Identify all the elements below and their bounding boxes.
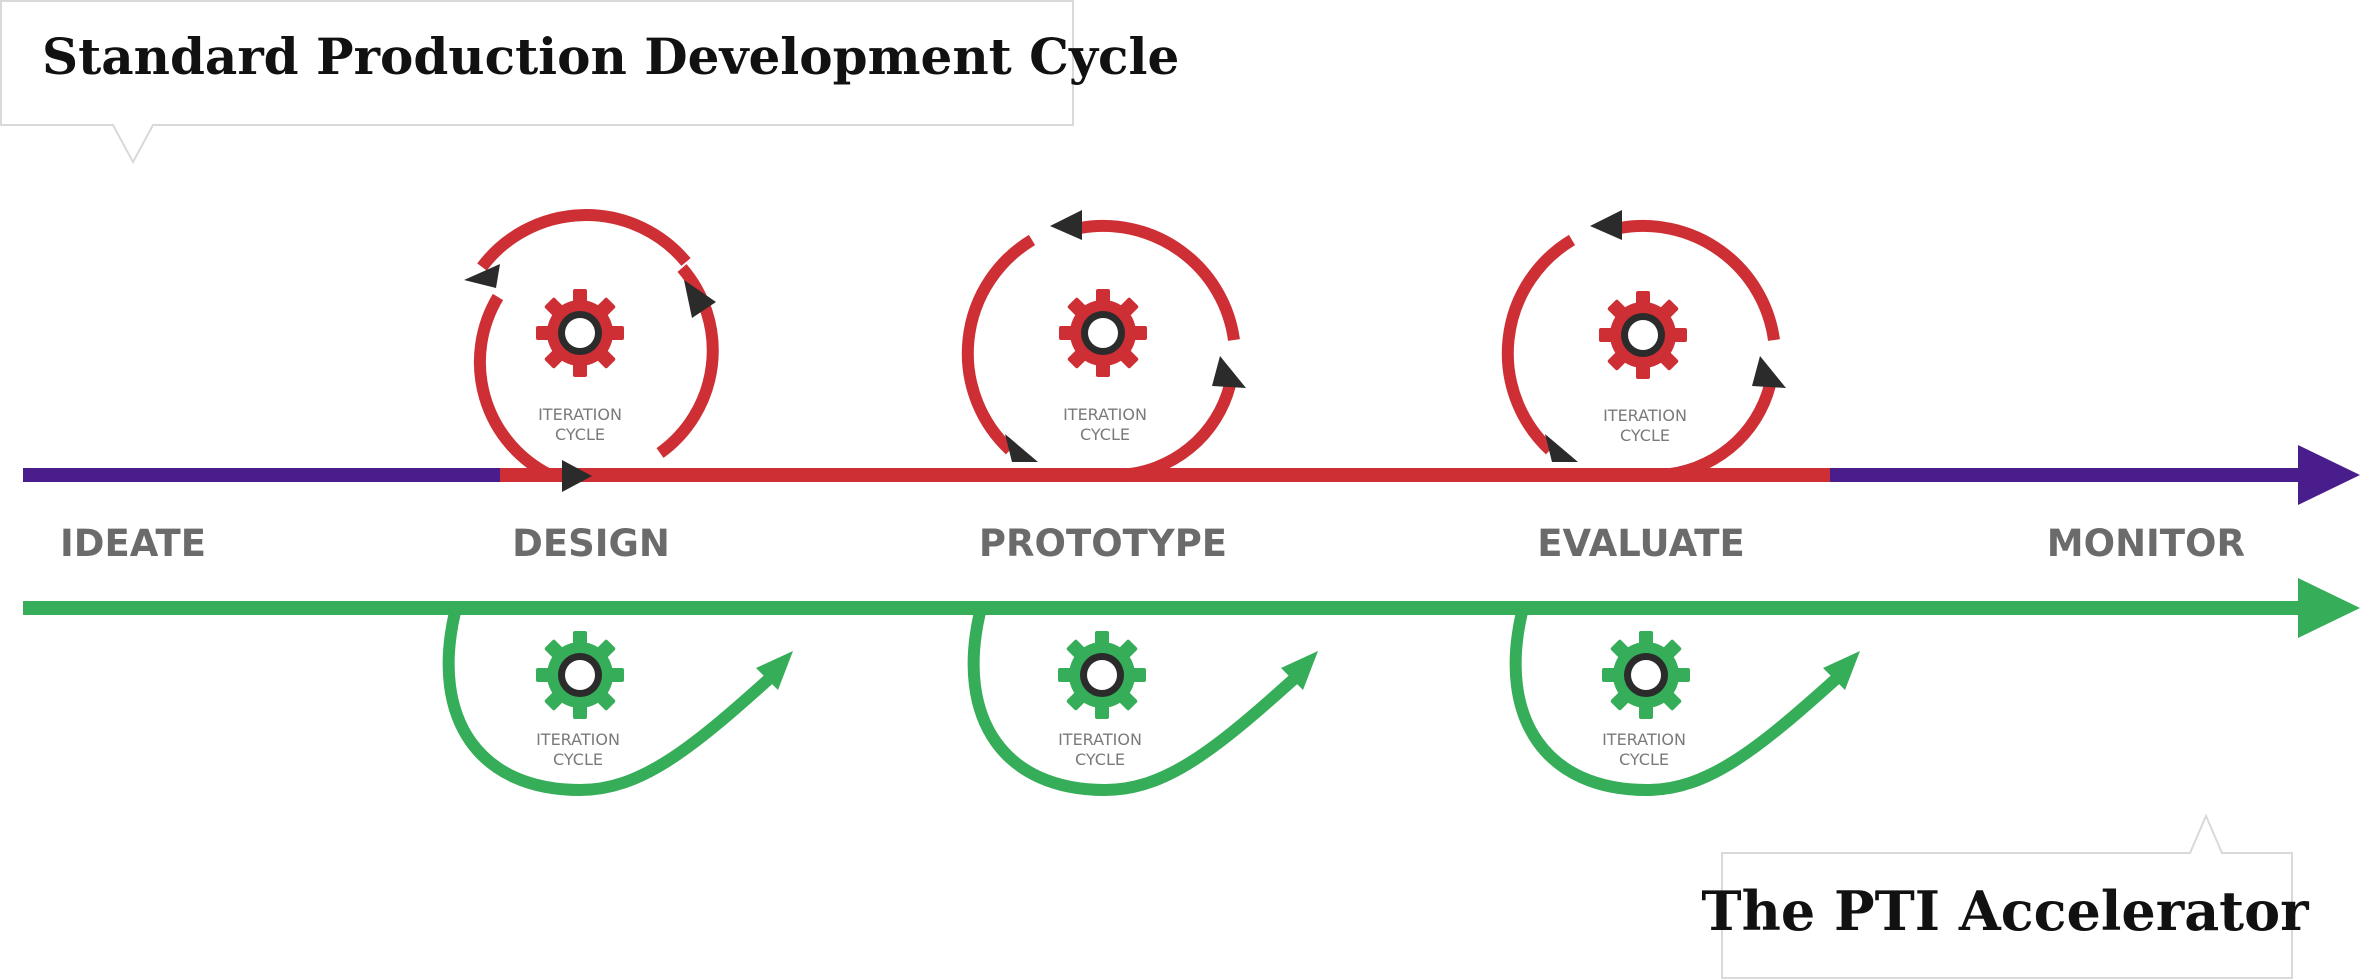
- arrowhead-icon: [1050, 210, 1082, 240]
- arrowhead-icon: [1005, 434, 1038, 462]
- iteration-label: CYCLE: [555, 425, 605, 444]
- accelerator-loop-evaluate: [1509, 610, 1860, 797]
- iteration-label: CYCLE: [1619, 750, 1669, 769]
- gear-icon: [536, 631, 624, 719]
- iteration-label: ITERATION: [1603, 406, 1687, 425]
- accelerator-loop-design: [442, 610, 793, 797]
- standard-track: [23, 445, 2360, 505]
- accelerator-track: [23, 578, 2360, 638]
- arrowhead-icon: [1212, 356, 1246, 388]
- iteration-label: ITERATION: [536, 730, 620, 749]
- gear-icon: [1602, 631, 1690, 719]
- gear-icon: [1058, 631, 1146, 719]
- standard-cycle-callout: Standard Production Development Cycle: [0, 0, 1179, 165]
- iteration-label: ITERATION: [538, 405, 622, 424]
- iteration-label: ITERATION: [1058, 730, 1142, 749]
- arrowhead-icon: [1823, 651, 1860, 690]
- arrowhead-icon: [1545, 434, 1578, 462]
- accelerator-loop-prototype: [967, 610, 1318, 797]
- arrowhead-icon: [756, 651, 793, 690]
- iteration-label: ITERATION: [1063, 405, 1147, 424]
- standard-loop-design: [464, 209, 719, 492]
- standard-loop-prototype: [961, 210, 1246, 481]
- arrowhead-icon: [562, 460, 592, 492]
- gear-icon: [536, 289, 624, 377]
- gear-icon: [1599, 291, 1687, 379]
- accelerator-title: The PTI Accelerator: [1701, 879, 2309, 943]
- iteration-label: CYCLE: [553, 750, 603, 769]
- arrowhead-icon: [684, 280, 716, 318]
- arrowhead-icon: [464, 264, 500, 288]
- arrowhead-icon: [1281, 651, 1318, 690]
- standard-loop-evaluate: [1501, 210, 1786, 481]
- stage-ideate: IDEATE: [60, 522, 206, 565]
- iteration-label: CYCLE: [1075, 750, 1125, 769]
- accelerator-track-arrowhead: [2298, 578, 2360, 638]
- arrowhead-icon: [1752, 356, 1786, 388]
- standard-cycle-title: Standard Production Development Cycle: [42, 27, 1179, 86]
- stage-monitor: MONITOR: [2047, 522, 2245, 565]
- iteration-label: ITERATION: [1602, 730, 1686, 749]
- gear-icon: [1059, 289, 1147, 377]
- iteration-label: CYCLE: [1620, 426, 1670, 445]
- standard-track-arrowhead: [2298, 445, 2360, 505]
- arrowhead-icon: [1590, 210, 1622, 240]
- accelerator-callout: The PTI Accelerator: [1701, 813, 2309, 979]
- stage-prototype: PROTOTYPE: [979, 522, 1227, 565]
- stage-design: DESIGN: [512, 522, 670, 565]
- iteration-label: CYCLE: [1080, 425, 1130, 444]
- stage-evaluate: EVALUATE: [1537, 522, 1744, 565]
